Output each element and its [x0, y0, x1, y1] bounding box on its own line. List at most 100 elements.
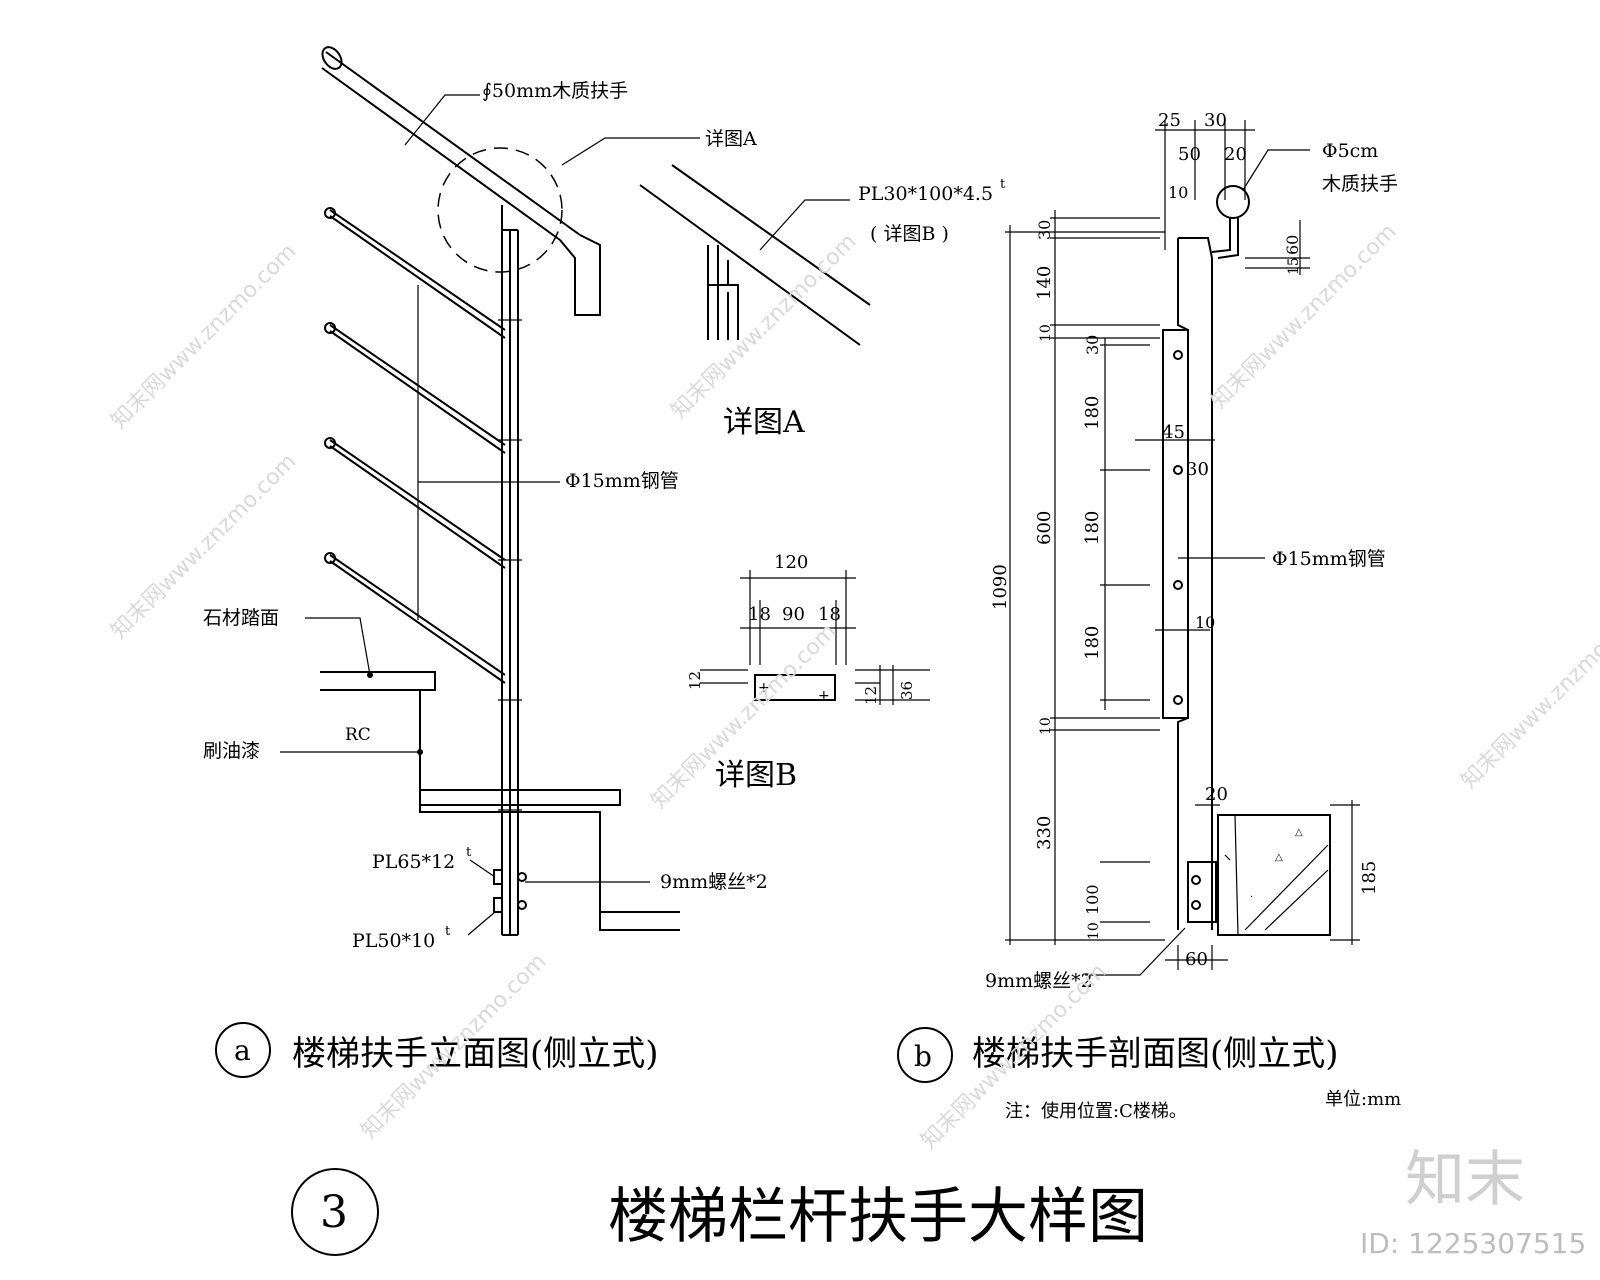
- dim-30-top: 30: [1204, 110, 1227, 131]
- watermark-3: 知末网www.znzmo.com: [1207, 219, 1402, 414]
- stair-structure: [320, 671, 680, 931]
- detail-b: + +: [700, 570, 930, 705]
- unit-text: 单位:mm: [1325, 1089, 1401, 1110]
- note-text: 注：使用位置:C楼梯。: [1005, 1101, 1187, 1122]
- detail-a-rail: [639, 164, 871, 346]
- dim-30-left: 30: [1035, 220, 1054, 240]
- marker-a: a: [234, 1034, 251, 1067]
- paint-point: [417, 749, 423, 755]
- steel-pipe-label: Φ15mm钢管: [565, 470, 679, 492]
- dim-18b: 18: [818, 604, 841, 625]
- section-handrail-label-2: 木质扶手: [1322, 173, 1398, 195]
- detail-b-plate: [754, 674, 836, 701]
- svg-text:+: +: [818, 688, 830, 704]
- dim-50: 50: [1178, 144, 1201, 165]
- concrete-block: [1217, 814, 1331, 936]
- dim-10-top: 10: [1168, 183, 1188, 202]
- detail-a-ref-label: 详图A: [705, 128, 757, 150]
- vertical-post: [501, 205, 519, 936]
- detail-a: [639, 164, 871, 346]
- svg-text:△: △: [1275, 852, 1283, 863]
- section-post: [1177, 237, 1213, 930]
- pl50-leader: [467, 911, 496, 936]
- watermarks: 知末网www.znzmo.com 知末网www.znzmo.com 知末网www…: [107, 219, 1600, 1154]
- caption-b-title: 楼梯扶手剖面图(侧立式): [972, 1034, 1339, 1074]
- dim-25: 25: [1158, 110, 1181, 131]
- watermark-1: 知末网www.znzmo.com: [107, 239, 302, 434]
- section-bolt-label: 9mm螺丝*2: [985, 970, 1093, 992]
- handrail-top-label: ∮50mm木质扶手: [482, 80, 628, 102]
- detail-a-plate-leader: [759, 199, 850, 251]
- detail-a-circle: [437, 147, 563, 273]
- sheet-number-circle: [291, 1168, 379, 1256]
- main-title: 楼梯栏杆扶手大样图: [608, 1182, 1148, 1252]
- section-bolt-leader: [1085, 927, 1186, 976]
- dim-20-top: 20: [1224, 144, 1247, 165]
- dim-10a: 10: [1038, 324, 1054, 342]
- dim-12b: 12: [862, 686, 880, 705]
- caption-a-title: 楼梯扶手立面图(侧立式): [292, 1034, 659, 1074]
- handrail-leader: [404, 94, 480, 146]
- pl50-sup: t: [445, 924, 451, 939]
- section-handrail-label-1: Φ5cm: [1322, 140, 1378, 162]
- dim-1090: 1090: [990, 564, 1011, 610]
- watermark-6: 知末网www.znzmo.com: [1457, 599, 1600, 794]
- stone-tread-leader: [305, 617, 371, 676]
- pl65-sup: t: [466, 845, 472, 860]
- rc-label: RC: [345, 725, 371, 745]
- dim-36: 36: [898, 681, 916, 700]
- sheet-number: 3: [320, 1187, 348, 1238]
- pl50-label: PL50*10: [352, 930, 435, 952]
- watermark-2: 知末网www.znzmo.com: [667, 229, 862, 424]
- pipe-plate: [1162, 329, 1189, 719]
- section-base-plate: [1187, 861, 1217, 923]
- dim-600: 600: [1034, 511, 1055, 545]
- dim-45: 45: [1162, 422, 1185, 443]
- logo-text: 知末: [1405, 1145, 1525, 1215]
- svg-text:·: ·: [1250, 892, 1253, 903]
- detail-a-leader: [561, 137, 700, 166]
- handrail-tube: [321, 51, 581, 241]
- captions: a 楼梯扶手立面图(侧立式) b 楼梯扶手剖面图(侧立式) 注：使用位置:C楼梯…: [234, 1034, 1401, 1252]
- dim-180a: 180: [1082, 396, 1103, 430]
- id-label: ID: 1225307515: [1360, 1227, 1586, 1260]
- dim-30c: 30: [1186, 459, 1209, 480]
- svg-text:+: +: [758, 680, 770, 696]
- svg-text:△: △: [1295, 827, 1303, 838]
- dim-100: 100: [1083, 884, 1102, 915]
- steel-pipes: [324, 207, 506, 684]
- dim-20-mid: 20: [1205, 784, 1228, 805]
- marker-a-circle: [215, 1022, 271, 1078]
- dim-330: 330: [1034, 816, 1055, 850]
- dim-10b: 10: [1038, 717, 1054, 735]
- marker-b: b: [914, 1040, 932, 1073]
- dim-60: 60: [1283, 235, 1302, 255]
- dim-30b: 30: [1083, 335, 1102, 355]
- section-dimension-lines: [1005, 120, 1360, 976]
- detail-b-dims-side: [700, 665, 930, 705]
- dim-180b: 180: [1082, 511, 1103, 545]
- pl65-label: PL65*12: [372, 851, 455, 873]
- stone-tread-label: 石材踏面: [203, 607, 279, 629]
- paint-label: 刷油漆: [203, 740, 260, 762]
- dim-18a: 18: [748, 604, 771, 625]
- dim-10-mid: 10: [1195, 613, 1215, 632]
- labels: ∮50mm木质扶手 详图A PL30*100*4.5 t ( 详图B ) 详图A…: [203, 80, 1398, 992]
- stone-tread-point: [367, 672, 373, 678]
- bolt-label: 9mm螺丝*2: [660, 871, 768, 893]
- pl65-leader: [469, 859, 496, 878]
- dim-120: 120: [774, 552, 808, 573]
- detail-a-post: [707, 245, 739, 340]
- detail-b-dims: [740, 570, 856, 665]
- dim-60b: 60: [1185, 949, 1208, 970]
- handrail-end-cap: [321, 46, 343, 70]
- detail-b-ref-label: ( 详图B ): [870, 223, 949, 245]
- handrail-return: [559, 234, 601, 316]
- dimension-texts: 120 18 90 18 12 12 36 25 30 50 20 10 30 …: [686, 110, 1380, 970]
- concrete-hatch: [1224, 814, 1329, 936]
- section-handrail: [1216, 185, 1250, 219]
- dim-140: 140: [1034, 266, 1055, 300]
- dim-15: 15: [1286, 257, 1302, 275]
- post-joints: [498, 319, 522, 811]
